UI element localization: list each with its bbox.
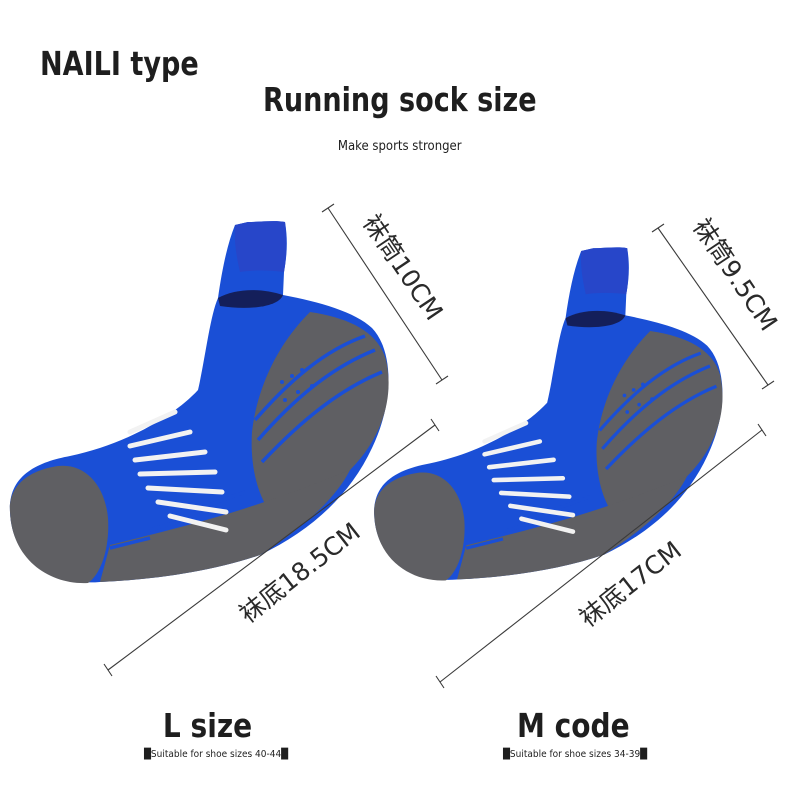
size-note-m: █Suitable for shoe sizes 34-39█ bbox=[425, 749, 725, 760]
size-label-l-text: L size bbox=[163, 706, 253, 745]
size-note-l: █Suitable for shoe sizes 40-44█ bbox=[66, 749, 366, 760]
size-note-m-text: █Suitable for shoe sizes 34-39█ bbox=[502, 749, 648, 760]
size-label-l: L size bbox=[58, 706, 358, 745]
dimension-line-m-cuff bbox=[651, 223, 775, 390]
measure-l-cuff: 袜筒10CM bbox=[357, 209, 449, 325]
dimension-line-l-cuff bbox=[321, 203, 449, 385]
brand-label: NAILI type bbox=[40, 44, 199, 83]
dimension-line-l-sole bbox=[103, 418, 440, 677]
measure-m-cuff: 袜筒9.5CM bbox=[687, 213, 783, 336]
size-label-m: M code bbox=[423, 706, 723, 745]
size-note-l-text: █Suitable for shoe sizes 40-44█ bbox=[143, 749, 289, 760]
size-label-m-text: M code bbox=[516, 706, 630, 745]
dimension-line-m-sole bbox=[435, 423, 767, 689]
page-subtitle-text: Make sports stronger bbox=[338, 139, 462, 154]
page-title-text: Running sock size bbox=[263, 80, 537, 119]
page-subtitle: Make sports stronger bbox=[0, 139, 800, 154]
page-title: Running sock size bbox=[0, 80, 800, 119]
